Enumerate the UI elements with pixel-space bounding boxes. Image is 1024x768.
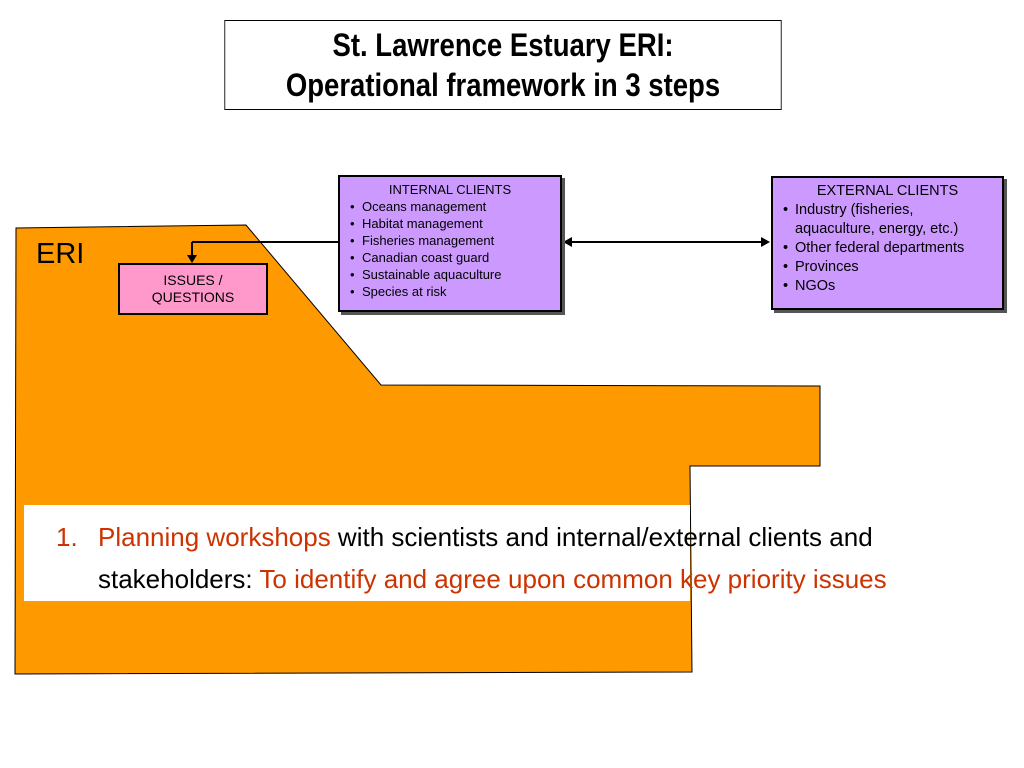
step-1-text: 1. Planning workshops with scientists an… [56,516,986,600]
step-body-text: with scientists and internal/external cl… [98,522,873,594]
internal-clients-list: Oceans management Habitat management Fis… [346,198,554,300]
list-item: Other federal departments [779,239,996,258]
internal-clients-box: INTERNAL CLIENTS Oceans management Habit… [338,175,562,312]
list-item: NGOs [779,277,996,296]
list-item: Species at risk [346,283,554,300]
list-item: Oceans management [346,198,554,215]
arrow-internal-to-issues [187,241,338,263]
list-item: Industry (fisheries, aquaculture, energy… [779,201,996,239]
step-goal: To identify and agree upon common key pr… [259,564,887,594]
list-item: Habitat management [346,215,554,232]
step-1-panel [24,505,690,601]
external-clients-list: Industry (fisheries, aquaculture, energy… [779,201,996,296]
internal-clients-heading: INTERNAL CLIENTS [388,182,512,197]
external-clients-box: EXTERNAL CLIENTS Industry (fisheries, aq… [771,176,1004,310]
step-number: 1. [56,522,78,552]
issues-line-1: ISSUES / [163,272,223,288]
eri-label: ERI [36,238,85,270]
issues-questions-box: ISSUES / QUESTIONS [118,263,268,315]
list-item: Sustainable aquaculture [346,266,554,283]
list-item: Canadian coast guard [346,249,554,266]
list-item: Provinces [779,258,996,277]
slide-title: St. Lawrence Estuary ERI: Operational fr… [224,20,782,110]
double-arrow-clients [563,237,770,247]
external-clients-heading: EXTERNAL CLIENTS [816,183,959,199]
title-line-2: Operational framework in 3 steps [285,67,721,103]
step-highlight: Planning workshops [98,522,331,552]
title-line-1: St. Lawrence Estuary ERI: [332,27,674,63]
issues-line-2: QUESTIONS [151,289,235,305]
list-item: Fisheries management [346,232,554,249]
